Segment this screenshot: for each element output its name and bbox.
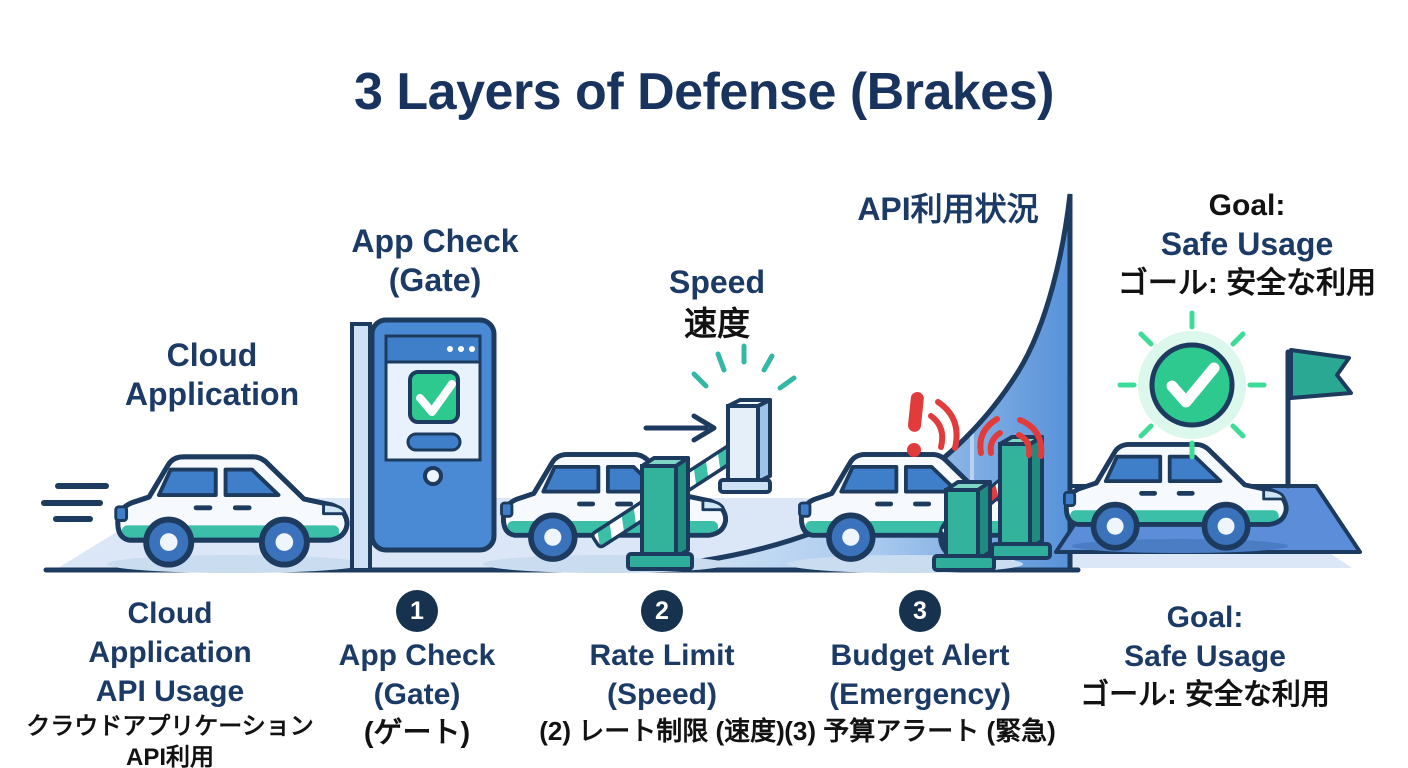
label-line: (Gate) — [388, 262, 482, 298]
speed-lines-icon — [41, 483, 109, 522]
label-cloud-application: Cloud Application — [125, 336, 299, 414]
label-line: API利用 — [125, 744, 214, 768]
checkmark-circle-icon — [1117, 310, 1267, 460]
app-check-approved-icon — [408, 370, 460, 424]
label-line: API利用状況 — [857, 191, 1039, 227]
label-api-usage: API利用状況 — [857, 190, 1038, 229]
alert-waves-icon — [928, 399, 1045, 459]
home-button-icon — [423, 466, 443, 486]
label-layer1: App Check (Gate) (ゲート) — [339, 636, 496, 752]
label-line: Goal: — [1208, 189, 1286, 222]
rate-limit-barrier-icon — [591, 343, 797, 571]
label-line: Speed — [668, 264, 766, 300]
step-badge-3: 3 — [899, 590, 941, 632]
goal-zone — [1054, 348, 1362, 554]
label-line: Cloud — [166, 337, 258, 373]
glow-rays-icon — [1117, 310, 1267, 460]
arrow-right-icon — [643, 413, 717, 443]
label-line: Cloud — [127, 597, 213, 630]
label-line: (Emergency) — [829, 678, 1011, 711]
label-line: (Gate) — [373, 678, 461, 711]
label-line: Budget Alert — [830, 639, 1010, 672]
label-layer3: Budget Alert (Emergency) (3) 予算アラート (緊急) — [784, 636, 1056, 748]
tablet-gate-icon — [350, 317, 497, 572]
label-line: (3) 予算アラート (緊急) — [784, 716, 1056, 746]
label-line: Goal: — [1166, 601, 1244, 634]
label-line: App Check — [338, 639, 496, 672]
label-line: Rate Limit — [589, 639, 735, 672]
alert-exclamation-icon — [907, 391, 924, 457]
label-line: App Check — [351, 223, 519, 259]
step-badge-2: 2 — [641, 590, 683, 632]
shine-rays-icon — [691, 343, 797, 391]
label-line: API Usage — [95, 675, 245, 708]
page-title: 3 Layers of Defense (Brakes) — [354, 63, 1054, 121]
label-line: 速度 — [684, 305, 750, 342]
label-line: Application — [124, 376, 300, 412]
step-badge-1: 1 — [396, 590, 438, 632]
label-line: ゴール: 安全な利用 — [1117, 267, 1377, 300]
label-goal-bottom: Goal: Safe Usage ゴール: 安全な利用 — [1080, 598, 1330, 714]
label-app-check-gate: App Check (Gate) — [351, 222, 518, 300]
car-shadow — [107, 555, 363, 573]
label-line: クラウドアプリケーション — [26, 713, 314, 740]
label-speed: Speed 速度 — [669, 263, 765, 346]
label-source: Cloud Application API Usage クラウドアプリケーション… — [26, 594, 314, 768]
label-line: (2) レート制限 (速度) — [539, 716, 785, 746]
label-line: (Speed) — [606, 678, 718, 711]
goal-flag-icon — [1285, 348, 1353, 489]
label-line: Safe Usage — [1124, 640, 1286, 673]
label-layer2: Rate Limit (Speed) (2) レート制限 (速度) — [539, 636, 785, 748]
label-line: ゴール: 安全な利用 — [1080, 679, 1330, 711]
budget-alert-barrier-icon — [907, 391, 1052, 572]
label-line: Safe Usage — [1160, 226, 1334, 262]
label-goal-top: Goal: Safe Usage ゴール: 安全な利用 — [1118, 186, 1376, 303]
label-line: (ゲート) — [363, 717, 471, 749]
label-line: Application — [88, 636, 252, 669]
